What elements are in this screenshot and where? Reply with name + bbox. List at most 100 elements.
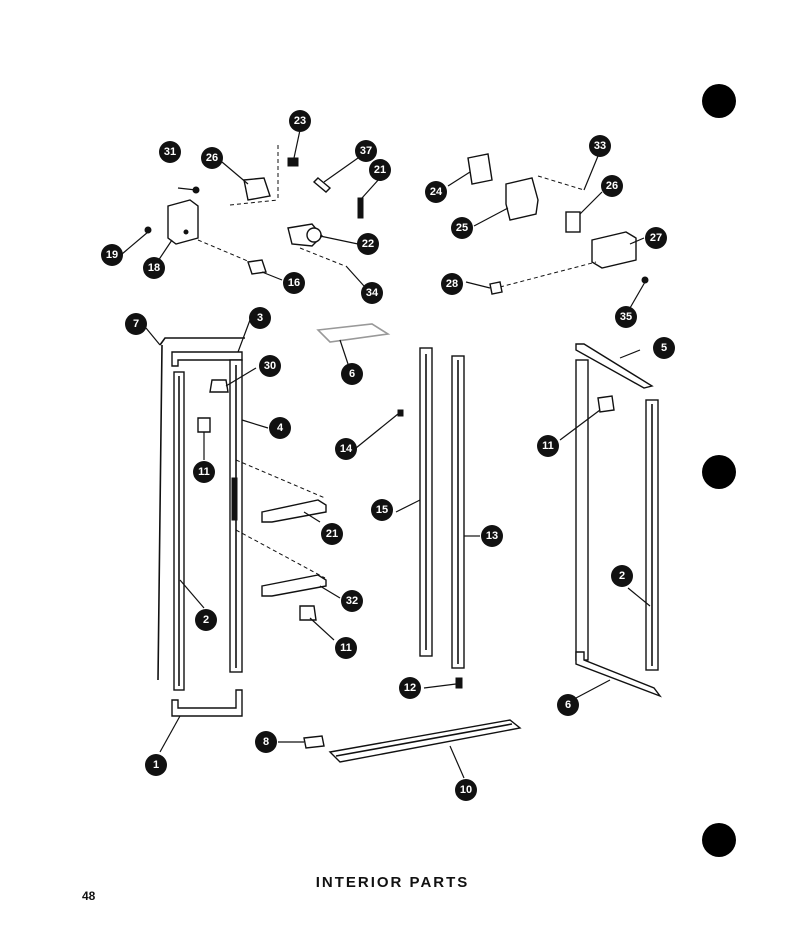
callout-2-left: 2 xyxy=(195,609,217,631)
left-outer-gasket xyxy=(157,337,245,681)
callout-labels: 31 26 23 37 21 22 34 16 18 19 24 25 33 2… xyxy=(101,110,675,801)
callout-27: 27 xyxy=(645,227,667,249)
control-components-right xyxy=(467,153,649,295)
right-top-rail xyxy=(575,343,654,389)
svg-text:7: 7 xyxy=(133,318,139,330)
svg-text:12: 12 xyxy=(404,682,416,694)
center-parts xyxy=(303,323,522,763)
callout-37: 37 xyxy=(355,140,377,162)
svg-text:2: 2 xyxy=(203,614,209,626)
svg-text:6: 6 xyxy=(349,368,355,380)
callout-7: 7 xyxy=(125,313,147,335)
svg-text:19: 19 xyxy=(106,249,118,261)
svg-text:13: 13 xyxy=(486,530,498,542)
svg-text:22: 22 xyxy=(362,238,374,250)
svg-text:2: 2 xyxy=(619,570,625,582)
clip xyxy=(489,281,503,295)
svg-text:8: 8 xyxy=(263,736,269,748)
callout-11-right: 11 xyxy=(537,435,559,457)
svg-text:6: 6 xyxy=(565,699,571,711)
thermostat-bracket xyxy=(243,177,271,201)
svg-text:33: 33 xyxy=(594,140,606,152)
shelf-outline xyxy=(316,323,391,343)
callout-12: 12 xyxy=(399,677,421,699)
svg-text:28: 28 xyxy=(446,278,458,290)
callout-14: 14 xyxy=(335,438,357,460)
callout-35: 34 xyxy=(361,282,383,304)
svg-text:35: 35 xyxy=(620,311,632,323)
svg-text:4: 4 xyxy=(277,422,284,434)
door-switch-lower xyxy=(299,605,317,621)
svg-text:15: 15 xyxy=(376,504,388,516)
svg-text:10: 10 xyxy=(460,784,472,796)
svg-text:25: 25 xyxy=(456,222,468,234)
svg-text:21: 21 xyxy=(326,528,338,540)
callout-19: 19 xyxy=(101,244,123,266)
svg-text:26: 26 xyxy=(206,152,218,164)
left-bottom-rail xyxy=(171,689,243,717)
page-number: 48 xyxy=(82,889,96,903)
callout-31: 21 xyxy=(321,523,343,545)
svg-text:27: 27 xyxy=(650,232,662,244)
svg-text:14: 14 xyxy=(340,443,353,455)
callout-11-lower: 11 xyxy=(335,637,357,659)
callout-21-top: 21 xyxy=(369,159,391,181)
svg-text:37: 37 xyxy=(360,145,372,157)
svg-text:24: 24 xyxy=(430,186,443,198)
pin-21 xyxy=(357,197,364,219)
callout-2-right: 2 xyxy=(611,565,633,587)
svg-text:21: 21 xyxy=(374,164,386,176)
control-box xyxy=(167,199,199,245)
binder-hole-middle xyxy=(702,455,736,489)
leader-lines xyxy=(121,129,651,779)
svg-text:34: 34 xyxy=(366,287,379,299)
svg-text:18: 18 xyxy=(148,262,160,274)
svg-text:26: 26 xyxy=(606,180,618,192)
callout-26-right: 26 xyxy=(601,175,623,197)
kickplate-grille xyxy=(328,719,522,763)
left-door-frame-assembly xyxy=(157,337,327,717)
svg-text:3: 3 xyxy=(257,312,263,324)
callout-24: 24 xyxy=(425,181,447,203)
shelf-bracket-lower xyxy=(261,574,327,597)
shelf-bracket-upper xyxy=(261,499,327,523)
cover-plate xyxy=(467,153,493,185)
callout-36: 35 xyxy=(615,306,637,328)
svg-text:31: 31 xyxy=(164,146,176,158)
callout-5: 5 xyxy=(653,337,675,359)
callout-25: 25 xyxy=(451,217,473,239)
callout-16: 16 xyxy=(283,272,305,294)
callout-1: 1 xyxy=(145,754,167,776)
small-bracket xyxy=(565,211,581,233)
door-switch-left xyxy=(197,417,211,433)
control-components-left xyxy=(144,145,364,275)
callout-30: 30 xyxy=(259,355,281,377)
right-door-frame-assembly xyxy=(575,343,663,698)
callout-34: 31 xyxy=(159,141,181,163)
callout-32: 32 xyxy=(341,590,363,612)
svg-text:32: 32 xyxy=(346,595,358,607)
callout-6: 6 xyxy=(557,694,579,716)
svg-text:11: 11 xyxy=(198,466,210,478)
svg-text:16: 16 xyxy=(288,277,300,289)
hinge-bracket xyxy=(209,379,229,393)
svg-text:1: 1 xyxy=(153,759,159,771)
right-bottom-rail xyxy=(575,651,663,698)
callout-10: 10 xyxy=(455,779,477,801)
callout-13: 13 xyxy=(481,525,503,547)
screw-37 xyxy=(312,177,332,193)
callout-33: 33 xyxy=(589,135,611,157)
callout-23: 23 xyxy=(289,110,311,132)
binder-hole-top xyxy=(702,84,736,118)
relay xyxy=(505,177,539,221)
right-side-channel xyxy=(575,359,589,661)
fan-housing xyxy=(591,231,637,269)
svg-text:23: 23 xyxy=(294,115,306,127)
callout-11-left: 11 xyxy=(193,461,215,483)
clip-8 xyxy=(303,735,325,749)
callout-18: 18 xyxy=(143,257,165,279)
svg-text:11: 11 xyxy=(542,440,554,452)
spring-part xyxy=(287,157,299,167)
callout-9: 6 xyxy=(341,363,363,385)
